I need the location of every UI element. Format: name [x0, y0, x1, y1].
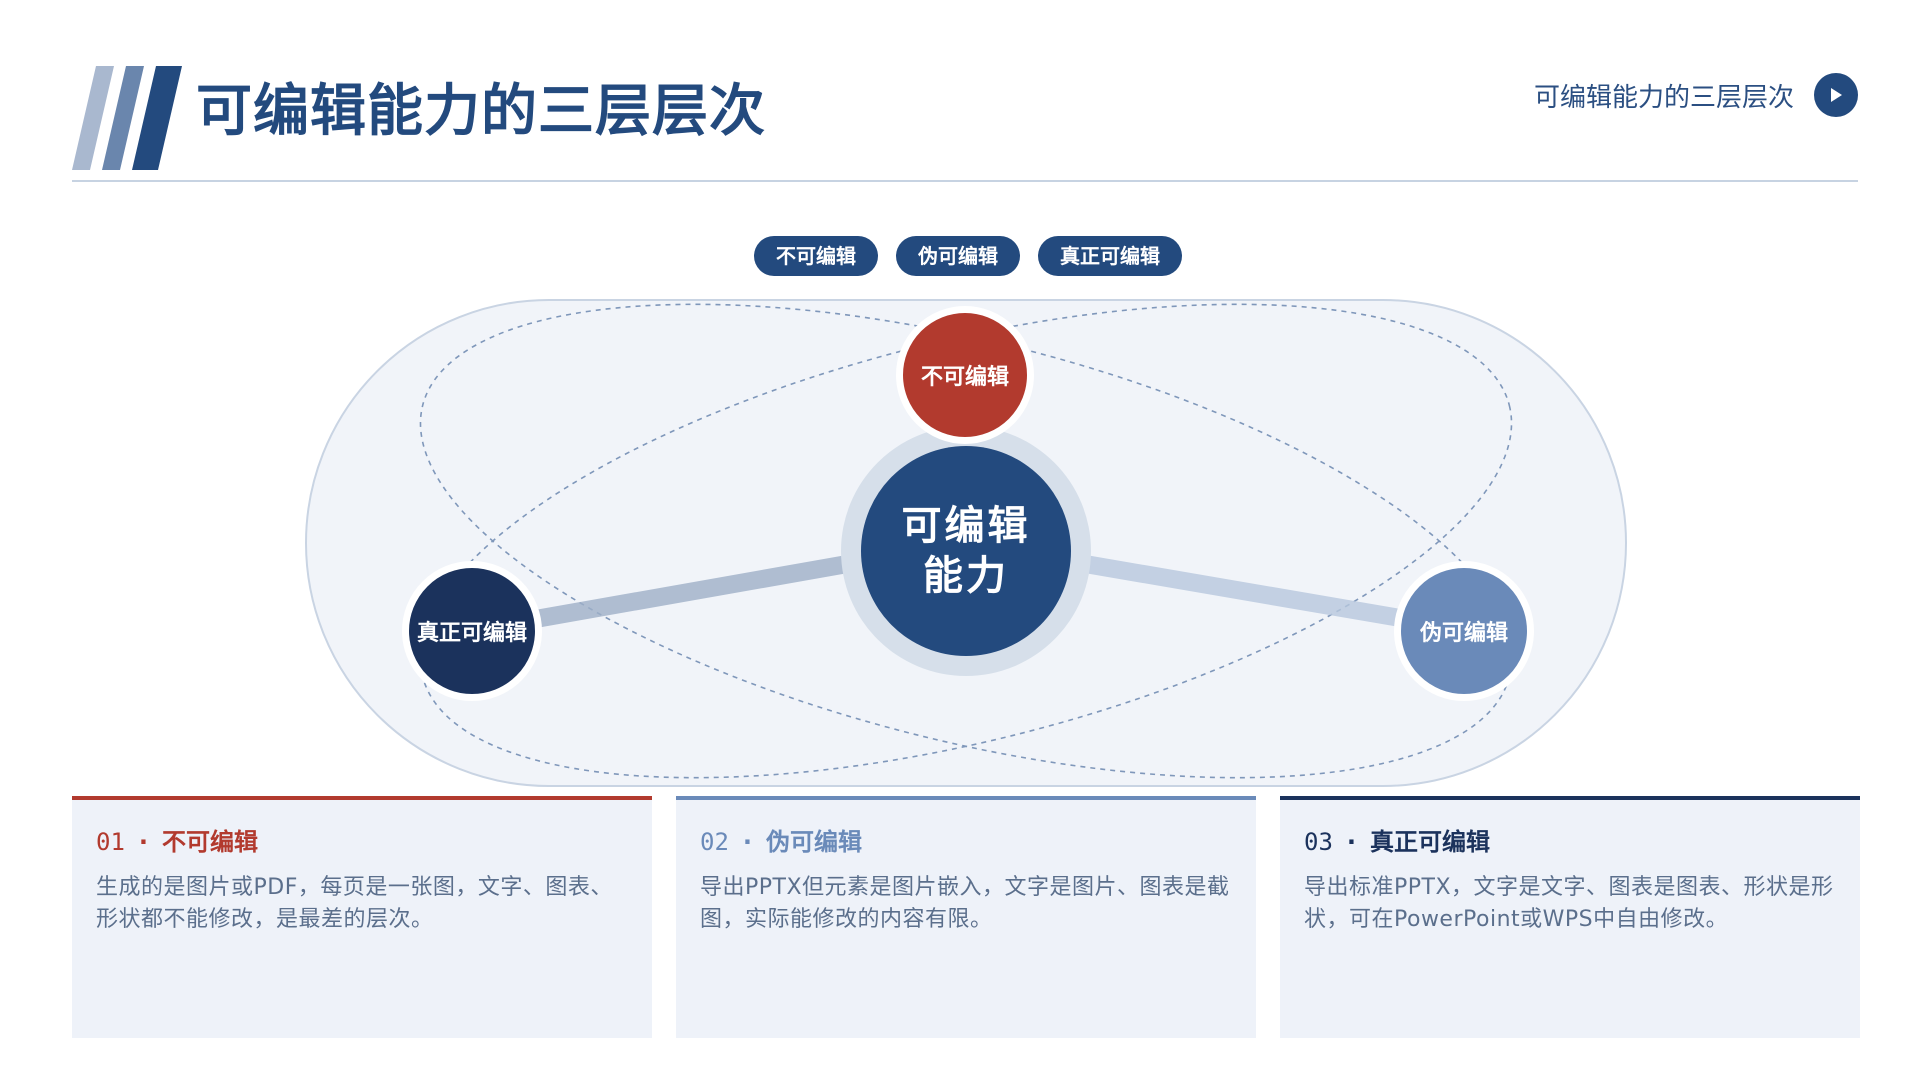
legend-pill-uneditable: 不可编辑: [754, 236, 878, 276]
play-icon: [1831, 88, 1842, 102]
header-section-label: 可编辑能力的三层层次: [1533, 82, 1794, 113]
header-divider: [72, 180, 1858, 182]
card-separator: ·: [742, 828, 753, 856]
legend-pill-truly-editable: 真正可编辑: [1038, 236, 1182, 276]
card-description: 导出PPTX但元素是图片嵌入，文字是图片、图表是截图，实际能修改的内容有限。: [700, 875, 1230, 932]
node-pseudo-editable: 伪可编辑: [1394, 561, 1534, 701]
card-description: 生成的是图片或PDF，每页是一张图，文字、图表、形状都不能修改，是最差的层次。: [96, 875, 613, 932]
card-separator: ·: [1346, 828, 1357, 856]
card-title: 不可编辑: [162, 828, 259, 856]
page-title: 可编辑能力的三层层次: [196, 79, 766, 144]
card-title: 真正可编辑: [1370, 828, 1491, 856]
card-pseudo-editable: 02 · 伪可编辑 导出PPTX但元素是图片嵌入，文字是图片、图表是截图，实际能…: [676, 796, 1256, 1038]
node-uneditable: 不可编辑: [896, 306, 1034, 444]
card-number: 01: [96, 828, 125, 856]
next-button[interactable]: [1814, 73, 1858, 117]
legend: 不可编辑 伪可编辑 真正可编辑: [0, 236, 1920, 276]
legend-pill-pseudo-editable: 伪可编辑: [896, 236, 1020, 276]
card-number: 03: [1304, 828, 1333, 856]
header-nav: 可编辑能力的三层层次: [1534, 72, 1858, 118]
card-number: 02: [700, 828, 729, 856]
card-description: 导出标准PPTX，文字是文字、图表是图表、形状是形状，可在PowerPoint或…: [1304, 875, 1834, 932]
connector-center-right: [1053, 551, 1409, 627]
card-heading: 01 · 不可编辑: [96, 826, 628, 858]
card-heading: 03 · 真正可编辑: [1304, 826, 1836, 858]
card-separator: ·: [138, 828, 149, 856]
node-truly-editable: 真正可编辑: [402, 561, 542, 701]
card-heading: 02 · 伪可编辑: [700, 826, 1232, 858]
card-truly-editable: 03 · 真正可编辑 导出标准PPTX，文字是文字、图表是图表、形状是形状，可在…: [1280, 796, 1860, 1038]
center-node: 可编辑能力: [861, 446, 1071, 656]
title-stripes-decoration: [72, 66, 182, 170]
card-uneditable: 01 · 不可编辑 生成的是图片或PDF，每页是一张图，文字、图表、形状都不能修…: [72, 796, 652, 1038]
card-title: 伪可编辑: [766, 828, 863, 856]
connector-center-left: [521, 551, 879, 629]
